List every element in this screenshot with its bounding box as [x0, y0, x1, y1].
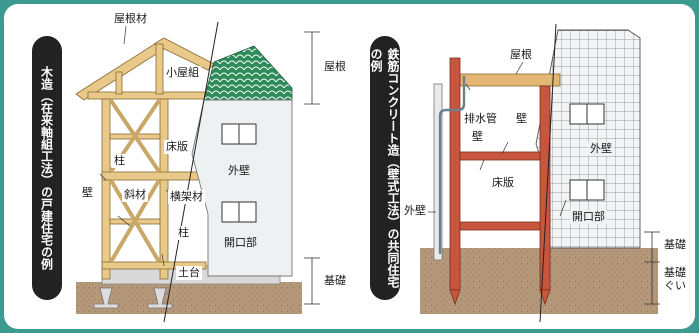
right-cut-line: [539, 23, 557, 323]
roof-beam: [87, 91, 209, 100]
label-horizontal-frame: 横架材: [168, 190, 205, 204]
label-roof-left: 屋根: [322, 60, 348, 74]
label-brace: 斜材: [122, 188, 148, 202]
ridge-post: [155, 43, 164, 95]
middle-column: [159, 98, 169, 280]
label-wall-right: 壁: [514, 112, 529, 126]
label-drain-pipe: 排水管: [462, 112, 499, 126]
left-ground: [76, 282, 302, 314]
drain-pipe: [438, 76, 466, 254]
rc-pile-right: [539, 289, 551, 306]
label-wall-left: 壁: [80, 186, 95, 200]
label-roof-right: 屋根: [508, 48, 534, 62]
label-exterior-wall-left-rc: 外壁: [402, 204, 428, 218]
label-foundation-left: 基礎: [322, 274, 348, 288]
wooden-house-drawing: [75, 21, 320, 323]
label-floor-plate-left: 床版: [164, 140, 190, 154]
rc-pile-left: [449, 289, 461, 306]
tiled-roof: [203, 45, 293, 101]
rc-left-exterior-wall: [433, 83, 443, 261]
label-floor-plate-right: 床版: [490, 176, 516, 190]
label-column-lower: 柱: [176, 226, 191, 240]
rc-right-wall: [539, 85, 551, 291]
label-foundation-sill: 土台: [176, 266, 202, 280]
rc-roof-slab: [459, 73, 561, 87]
rc-floor-slab-lower: [459, 221, 541, 231]
left-footing-2: [147, 287, 173, 309]
right-title: 鉄筋コンクリート造（壁式工法）の共同住宅の例: [369, 48, 400, 288]
left-title-pill: 木造（在来軸組工法）の戸建住宅の例: [32, 36, 62, 300]
left-column: [101, 98, 111, 280]
label-attic-frame: 小屋組: [164, 66, 201, 80]
diagram-canvas: [75, 21, 660, 323]
attic-post: [115, 71, 123, 95]
label-wall-left-rc: 壁: [470, 130, 485, 144]
right-title-pill: 鉄筋コンクリート造（壁式工法）の共同住宅の例: [369, 36, 400, 300]
label-exterior-wall-left: 外壁: [226, 164, 252, 178]
label-foundation-pile: 基礎 ぐい: [662, 266, 688, 292]
sill-beam: [101, 261, 207, 270]
rc-apartment-drawing: [420, 23, 660, 323]
rc-left-wall: [449, 57, 461, 291]
label-foundation-right: 基礎: [662, 238, 688, 252]
right-exterior-wall: [535, 29, 641, 249]
diagram-frame: 木造（在来軸組工法）の戸建住宅の例 鉄筋コンクリート造（壁式工法）の共同住宅の例…: [4, 4, 695, 329]
left-footing-1: [93, 287, 119, 309]
label-column-upper: 柱: [112, 154, 127, 168]
left-exterior-wall: [191, 99, 293, 277]
left-cut-line: [163, 21, 219, 323]
rc-floor-slab-upper: [459, 151, 541, 161]
label-opening-right: 開口部: [570, 210, 607, 224]
label-exterior-wall-right: 外壁: [588, 142, 614, 156]
brace-lower-2: [109, 179, 161, 263]
left-title: 木造（在来軸組工法）の戸建住宅の例: [39, 66, 54, 270]
label-roof-material: 屋根材: [112, 12, 149, 26]
label-opening-left: 開口部: [222, 236, 259, 250]
